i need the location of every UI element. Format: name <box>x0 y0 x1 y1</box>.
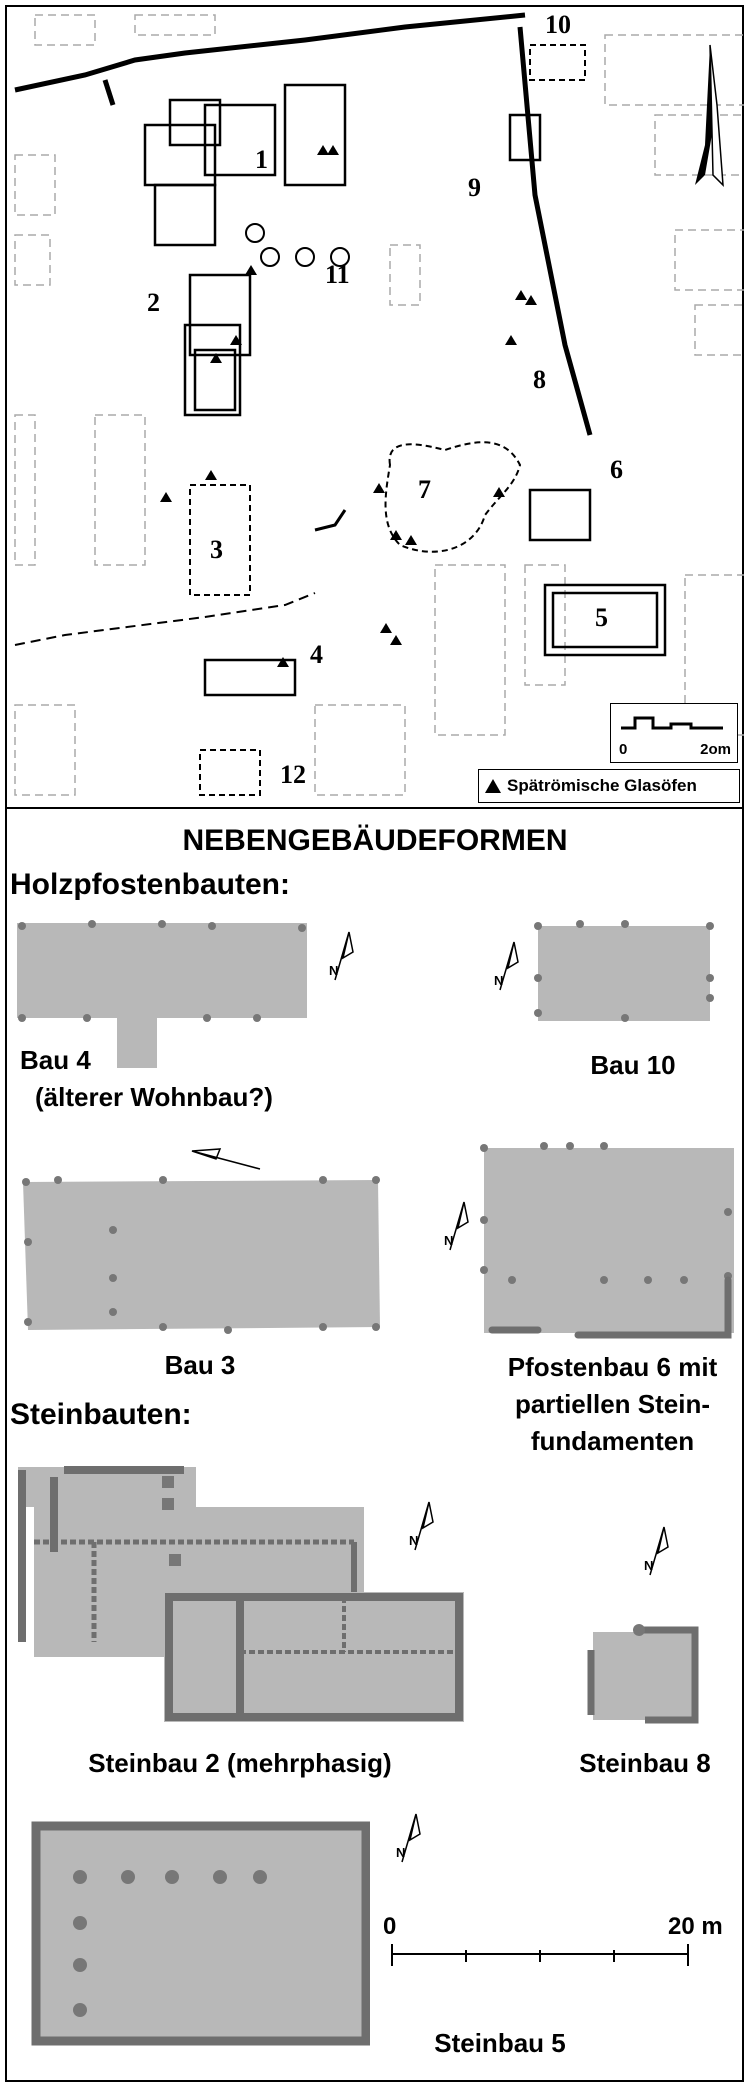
caption-steinbau-2: Steinbau 2 (mehrphasig) <box>88 1748 392 1778</box>
map-label-9: 9 <box>468 173 481 202</box>
caption-bau-10: Bau 10 <box>590 1050 676 1080</box>
map-scale-bar <box>621 716 723 730</box>
map-label-6: 6 <box>610 455 623 484</box>
map-label-11: 11 <box>325 260 350 289</box>
scale-bar-20m <box>391 1944 689 1966</box>
plan-pfostenbau-6 <box>480 1142 734 1339</box>
map-label-12: 12 <box>280 760 306 789</box>
north-arrow-bau-3: N <box>191 1148 261 1170</box>
map-label-4: 4 <box>310 640 323 669</box>
plan-bau-4 <box>17 920 307 1068</box>
map-scale: 0 2om <box>610 703 738 763</box>
north-arrow-steinbau-2: N <box>409 1501 434 1551</box>
caption-bau-6-line3: fundamenten <box>530 1426 695 1456</box>
page-title: NEBENGEBÄUDEFORMEN <box>182 824 568 857</box>
legend: Spätrömische Glasöfen <box>478 769 740 803</box>
caption-bau-4-line1: Bau 4 <box>20 1045 91 1075</box>
legend-label: Spätrömische Glasöfen <box>507 776 697 795</box>
north-arrow-bau-10: N <box>494 941 519 991</box>
north-letter: N <box>409 1533 418 1548</box>
north-arrow-steinbau-5: N <box>396 1813 421 1863</box>
north-letter: N <box>644 1558 653 1573</box>
map-label-8: 8 <box>533 365 546 394</box>
north-arrow-bau-6: N <box>444 1201 469 1251</box>
plan-bau-3 <box>22 1176 380 1334</box>
enclosure-walls <box>14 12 593 532</box>
site-map-drawing <box>14 12 744 796</box>
section-holzpfostenbauten: Holzpfostenbauten: <box>10 868 290 901</box>
caption-steinbau-8: Steinbau 8 <box>579 1748 711 1778</box>
map-label-5: 5 <box>595 603 608 632</box>
north-letter: N <box>396 1845 405 1860</box>
north-arrow <box>695 44 724 187</box>
glass-kiln-markers <box>160 145 537 667</box>
north-arrow-steinbau-8: N <box>644 1526 669 1576</box>
outer-frame <box>5 5 744 2082</box>
scale-end-label: 20 m <box>668 1913 723 1940</box>
caption-bau-3: Bau 3 <box>164 1350 236 1380</box>
north-letter: N <box>494 973 503 988</box>
plan-steinbau-5 <box>31 1821 370 2046</box>
building-footprints <box>143 83 667 697</box>
map-scale-end: 2om <box>700 741 731 758</box>
caption-bau-6-line1: Pfostenbau 6 mit <box>507 1352 718 1382</box>
triangle-icon <box>485 779 501 793</box>
plan-steinbau-2 <box>18 1466 464 1722</box>
caption-steinbau-5: Steinbau 5 <box>434 2028 566 2058</box>
north-arrow-bau-4: N <box>329 931 354 981</box>
north-letter: N <box>444 1233 453 1248</box>
modern-parcels <box>14 14 744 796</box>
section-steinbauten: Steinbauten: <box>10 1398 192 1431</box>
caption-bau-6-line2: partiellen Stein- <box>514 1389 711 1419</box>
site-map: 10 1 9 11 2 8 6 7 3 5 4 12 0 2om Spätröm… <box>5 5 744 809</box>
plan-steinbau-8 <box>587 1624 699 1724</box>
dashed-buildings <box>189 44 586 796</box>
boundary-dashed <box>14 592 316 646</box>
map-label-7: 7 <box>418 475 431 504</box>
kiln-circles <box>245 223 350 267</box>
scale-start-label: 0 <box>383 1913 397 1940</box>
map-label-1: 1 <box>255 145 268 174</box>
north-letter: N <box>329 963 338 978</box>
map-label-3: 3 <box>210 535 223 564</box>
map-label-10: 10 <box>545 10 571 39</box>
map-label-2: 2 <box>147 288 160 317</box>
caption-bau-4-line2: (älterer Wohnbau?) <box>35 1082 273 1112</box>
map-scale-start: 0 <box>619 741 628 758</box>
plan-bau-10 <box>534 920 714 1022</box>
